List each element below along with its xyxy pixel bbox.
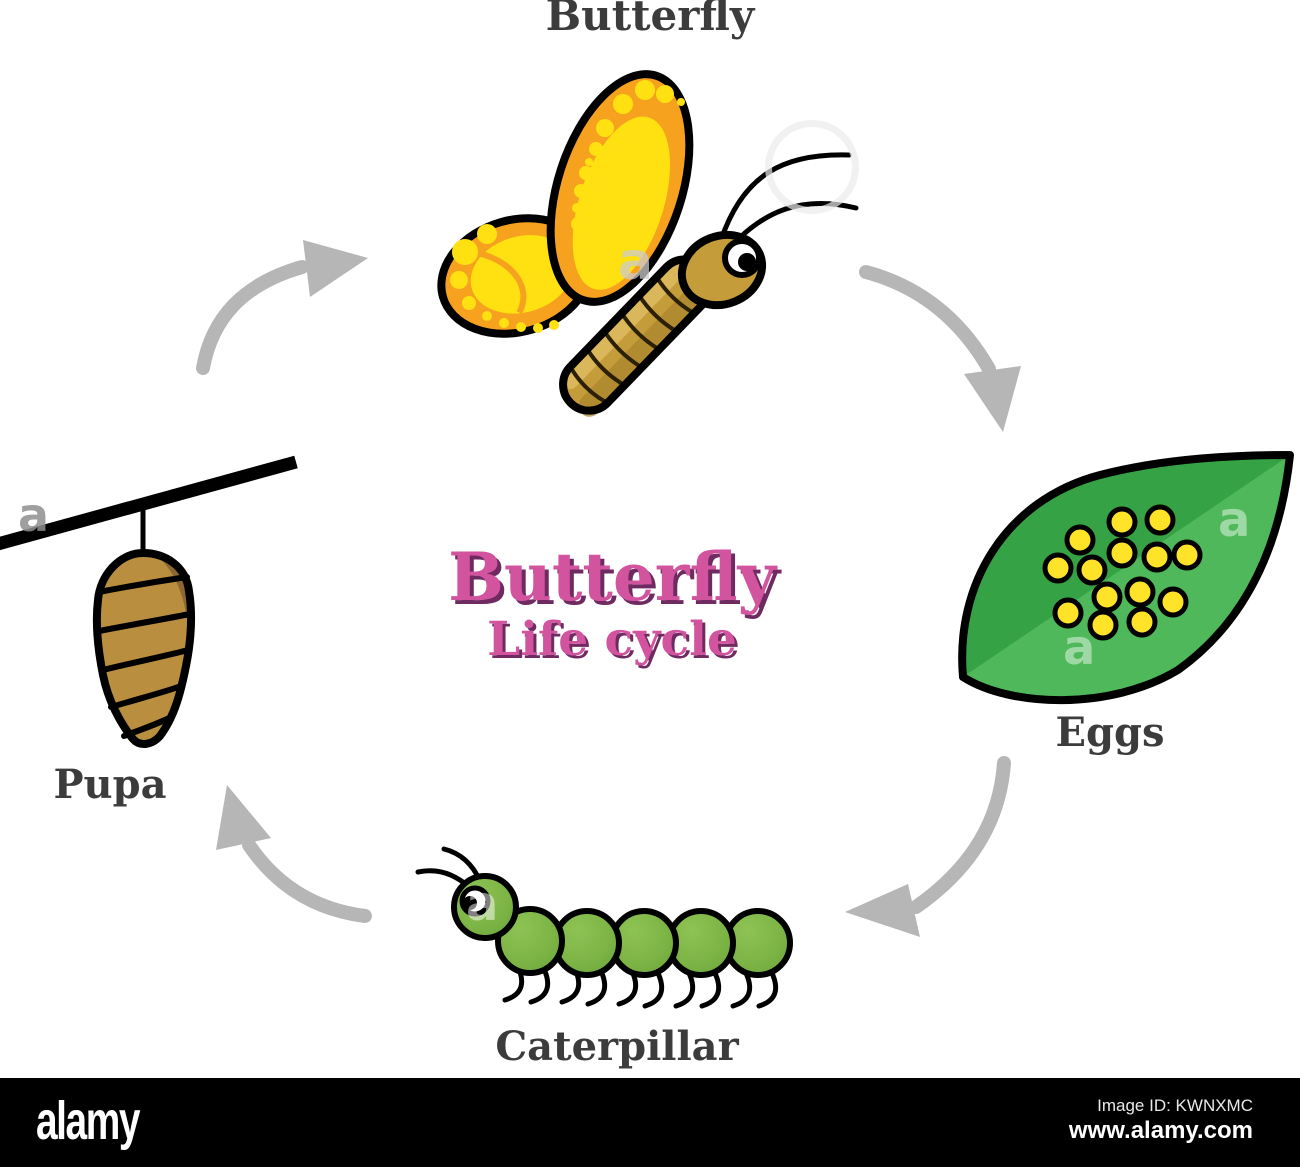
arrow-pupa-to-butterfly-icon [196, 240, 368, 375]
watermark-letter: a [1063, 620, 1096, 676]
watermark-letter: a [1218, 492, 1251, 548]
footer-info: Image ID: KWNXMC www.alamy.com [1069, 1096, 1253, 1146]
arrow-caterpillar-to-pupa-icon [216, 785, 372, 923]
center-title: Butterfly [448, 538, 776, 616]
pupa-illustration-icon [0, 455, 298, 748]
label-caterpillar: Caterpillar [495, 1023, 739, 1070]
image-id-text: Image ID: KWNXMC [1097, 1096, 1253, 1115]
label-pupa: Pupa [53, 761, 167, 808]
footer-bar: alamy Image ID: KWNXMC www.alamy.com [0, 1078, 1300, 1167]
watermark-letter: a [18, 488, 50, 542]
watermark-circle [765, 120, 859, 214]
caterpillar-illustration-icon [415, 846, 793, 1009]
label-butterfly: Butterfly [545, 0, 755, 40]
center-subtitle: Life cycle [487, 612, 737, 667]
arrow-eggs-to-caterpillar-icon [845, 756, 1011, 937]
butterfly-illustration-icon [437, 70, 859, 417]
alamy-logo: alamy [36, 1091, 140, 1151]
label-eggs: Eggs [1055, 709, 1165, 756]
eggs-cluster-icon [1042, 504, 1203, 641]
watermark-letter: a [466, 876, 499, 932]
cycle-arrows [196, 240, 1021, 937]
website-text: www.alamy.com [1068, 1117, 1253, 1145]
arrow-butterfly-to-eggs-icon [859, 265, 1021, 432]
leaf-with-eggs-illustration-icon [958, 451, 1294, 705]
center-title-block: Butterfly Life cycle [312, 544, 912, 663]
watermark-letter: a [618, 232, 654, 292]
